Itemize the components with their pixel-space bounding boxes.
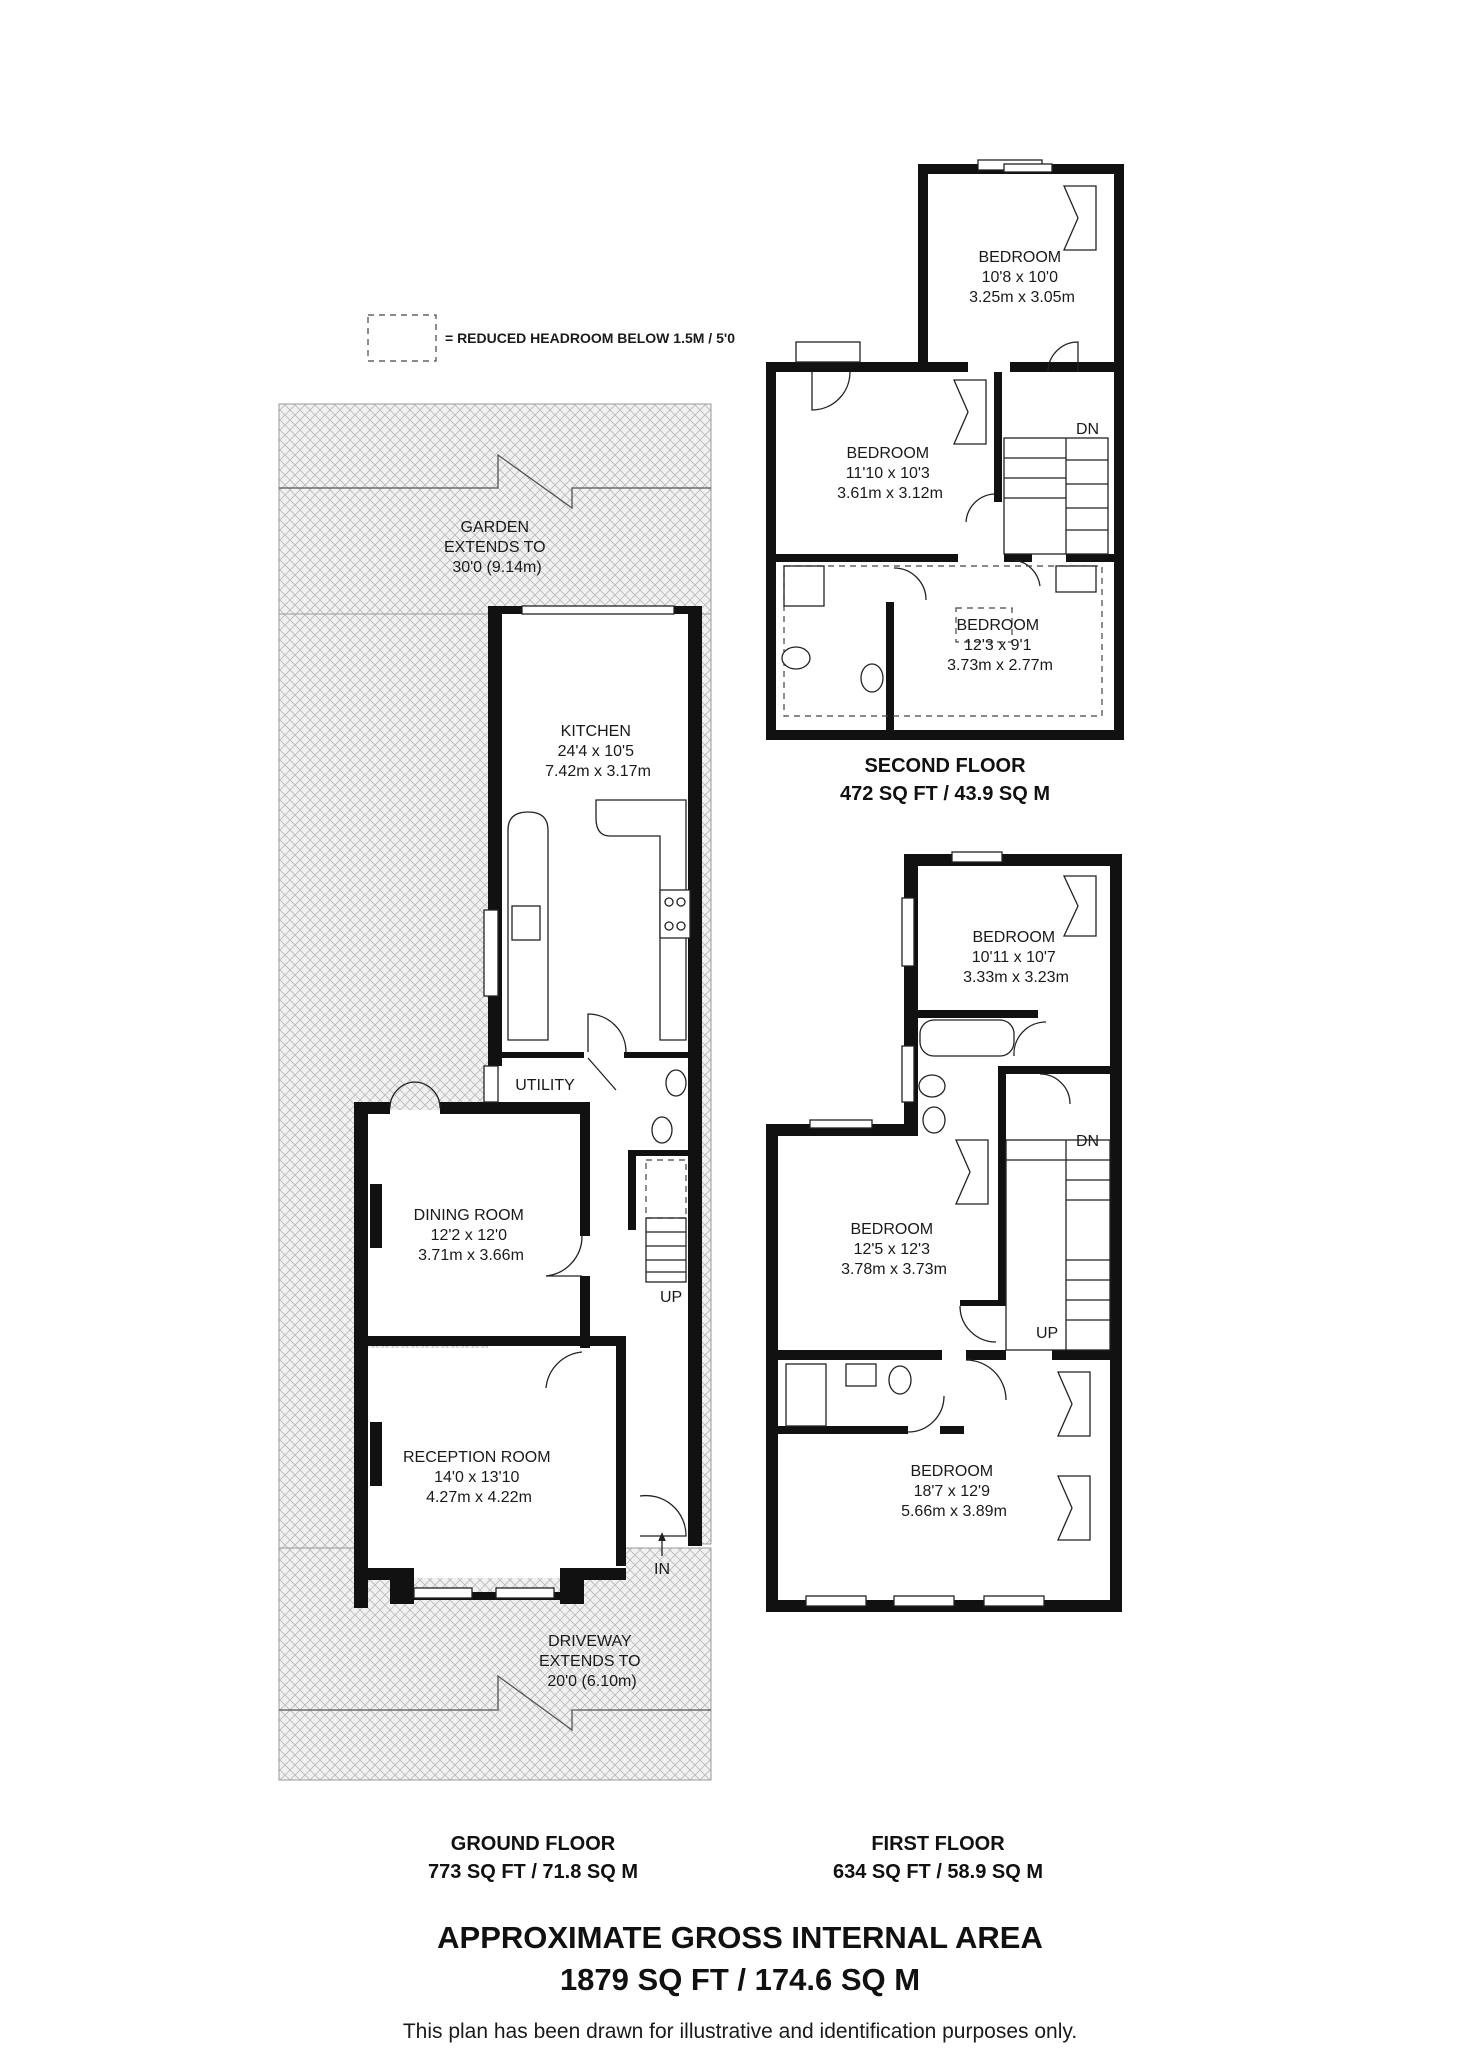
kitchen-window-left [483,909,499,997]
ground-staircase [645,1159,687,1283]
second-bedroom-3-label: BEDROOM 12'3 x 9'1 3.73m x 2.77m [947,617,1053,674]
second-floor-window-top [1003,163,1053,173]
driveway-label: DRIVEWAY EXTENDS TO 20'0 (6.10m) [539,1633,645,1690]
second-floor-title: SECOND FLOOR [864,755,1026,777]
reception-floor [358,1348,626,1578]
second-floor-area: 472 SQ FT / 43.9 SQ M [840,783,1050,805]
driveway-area [278,1547,712,1781]
kitchen-floor [488,612,696,1054]
wc-basin-icon [665,1069,687,1097]
wc-toilet-icon [651,1116,673,1144]
entrance-marker: IN [654,1561,670,1578]
hob-icon [659,889,691,939]
kitchen-counter-right [595,799,687,1041]
total-area-value: 1879 SQ FT / 174.6 SQ M [560,1962,920,1997]
first-floor-area: 634 SQ FT / 58.9 SQ M [833,1861,1043,1883]
kitchen-window-top [521,605,675,615]
reception-door-swing [545,1351,583,1389]
front-door-swing [639,1494,687,1537]
total-area-title: APPROXIMATE GROSS INTERNAL AREA [437,1920,1043,1955]
dining-floor [358,1110,590,1338]
utility-door-swing [587,1057,617,1091]
second-floor-down-marker: DN [1076,421,1099,438]
garden-label: GARDEN EXTENDS TO 30'0 (9.14m) [444,519,550,576]
utility-window [483,1065,499,1103]
kitchen-sink [511,905,541,941]
first-floor-title: FIRST FLOOR [871,1833,1005,1855]
ground-floor-plan: GARDEN EXTENDS TO 30'0 (9.14m) KITCHEN 2… [278,403,712,1781]
legend-dashed-swatch [367,314,437,362]
utility-label: UTILITY [515,1077,575,1094]
kitchen-label: KITCHEN 24'4 x 10'5 7.42m x 3.17m [545,723,651,780]
first-floor-up-marker: UP [1036,1325,1058,1342]
first-bedroom-3-label: BEDROOM 18'7 x 12'9 5.66m x 3.89m [901,1463,1007,1520]
garden-break-line [279,453,711,510]
dining-door-swing [545,1235,583,1277]
first-floor-down-marker: DN [1076,1133,1099,1150]
first-floor-plan: BEDROOM 10'11 x 10'7 3.33m x 3.23m BEDRO… [766,851,1122,1612]
kitchen-door-swing [587,1013,627,1053]
garden-french-doors [389,1081,441,1109]
kitchen-counter-left [507,811,549,1041]
reception-window-2 [495,1587,555,1599]
second-floor-staircase [1003,437,1109,555]
reception-room-label: RECEPTION ROOM 14'0 x 13'10 4.27m x 4.22… [403,1449,555,1506]
first-floor-staircase [1005,1139,1111,1351]
ground-floor-area: 773 SQ FT / 71.8 SQ M [428,1861,638,1883]
first-bedroom-1-label: BEDROOM 10'11 x 10'7 3.33m x 3.23m [963,929,1069,986]
legend-text: = REDUCED HEADROOM BELOW 1.5M / 5'0 [445,330,735,346]
second-floor-plan: BEDROOM 10'8 x 10'0 3.25m x 3.05m BEDROO… [766,159,1124,805]
ground-floor-title: GROUND FLOOR [451,1833,616,1855]
garden-area [278,403,712,615]
ground-up-marker: UP [660,1289,682,1306]
dining-room-label: DINING ROOM 12'2 x 12'0 3.71m x 3.66m [414,1207,529,1264]
reception-window-1 [413,1587,473,1599]
disclaimer-text: This plan has been drawn for illustrativ… [403,2020,1077,2043]
first-bedroom-2-label: BEDROOM 12'5 x 12'3 3.78m x 3.73m [841,1221,947,1278]
legend: = REDUCED HEADROOM BELOW 1.5M / 5'0 [367,314,735,362]
second-bedroom-2-label: BEDROOM 11'10 x 10'3 3.61m x 3.12m [837,445,943,502]
driveway-break-line [279,1674,711,1732]
second-bedroom-1-label: BEDROOM 10'8 x 10'0 3.25m x 3.05m [969,249,1075,306]
